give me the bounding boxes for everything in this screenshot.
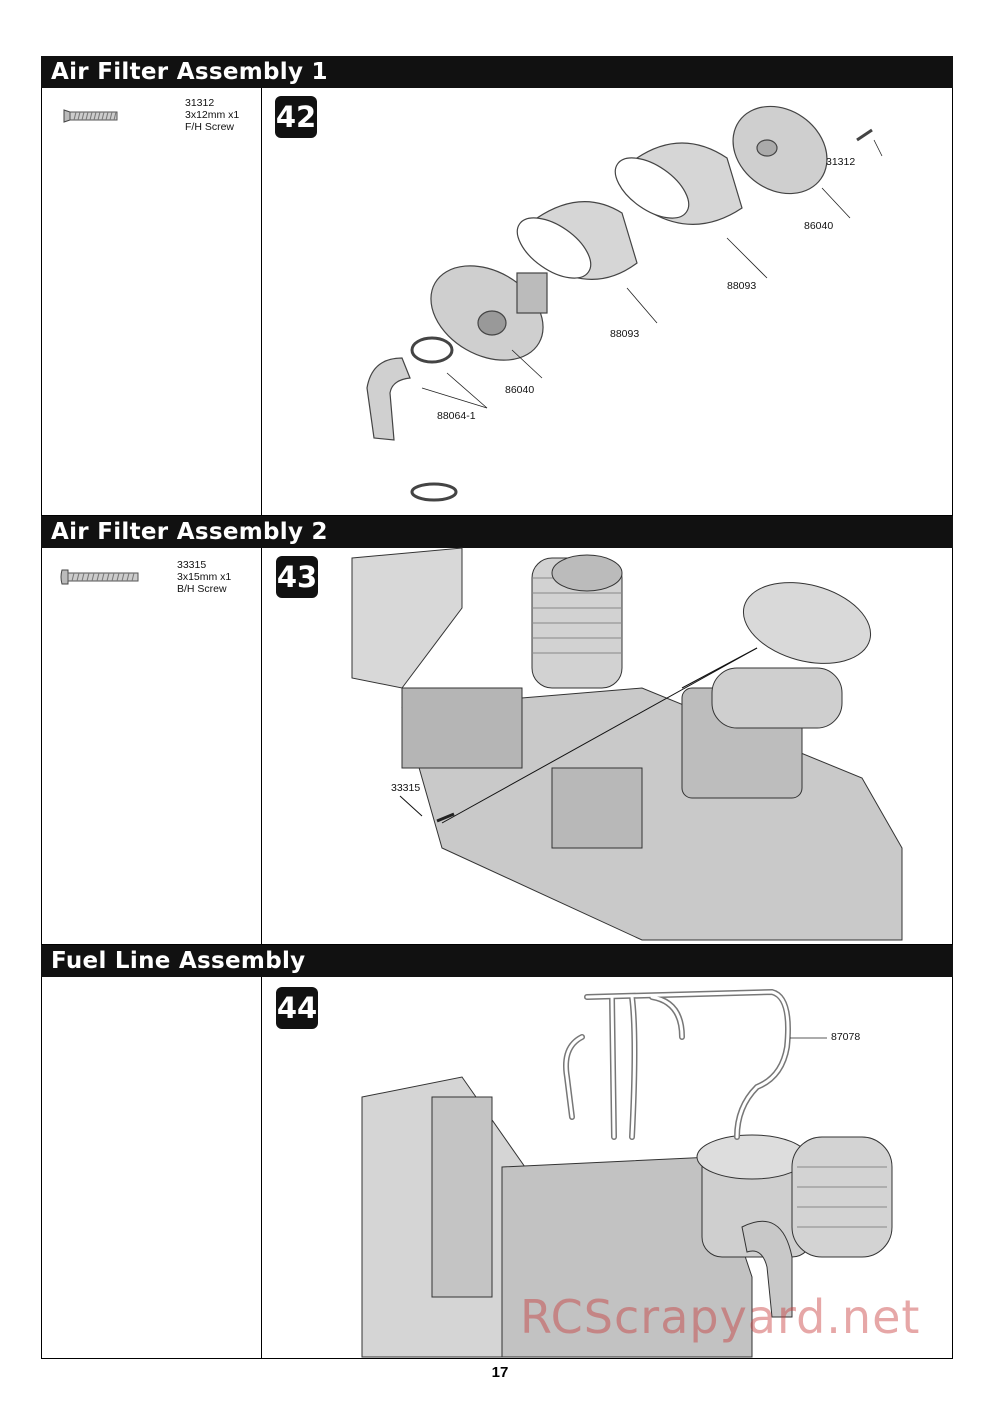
callout-label: 88064-1 <box>437 410 476 422</box>
step-number-badge: 43 <box>276 556 318 598</box>
fuel-line-diagram <box>361 988 893 1358</box>
section-title-fuel-line: Fuel Line Assembly <box>41 945 953 977</box>
callout-label: 87078 <box>831 1031 861 1043</box>
panel-divider <box>261 548 262 944</box>
callout-label: 33315 <box>391 782 421 794</box>
page-number: 17 <box>491 1364 509 1381</box>
air-filter-exploded-diagram <box>366 105 883 502</box>
callout-label: 86040 <box>505 384 535 396</box>
callout-label: 88093 <box>610 328 640 340</box>
part-size: 3x15mm x1 <box>177 571 232 583</box>
button-head-screw-icon <box>60 569 139 585</box>
watermark: RCScrapyard.net <box>520 1290 921 1344</box>
panel-fuel-line: 44 87 <box>41 977 953 1359</box>
panel-air-filter-2: 33315 3x15mm x1 B/H Screw 43 <box>41 547 953 945</box>
step-number-badge: 42 <box>275 96 317 138</box>
callout-label: 86040 <box>804 220 834 232</box>
flat-head-screw-icon <box>63 109 118 123</box>
part-info: 31312 3x12mm x1 F/H Screw <box>185 97 239 133</box>
step-number-badge: 44 <box>276 987 318 1029</box>
callout-label: 88093 <box>727 280 757 292</box>
section-title-air-filter-1: Air Filter Assembly 1 <box>41 56 953 88</box>
part-type: B/H Screw <box>177 583 227 595</box>
panel-air-filter-1: 31312 3x12mm x1 F/H Screw 42 <box>41 88 953 516</box>
panel-divider <box>261 88 262 515</box>
part-number: 33315 <box>177 559 207 571</box>
callout-label: 31312 <box>826 156 856 168</box>
part-number: 31312 <box>185 97 215 109</box>
part-type: F/H Screw <box>185 121 235 133</box>
part-size: 3x12mm x1 <box>185 109 240 121</box>
section-title-air-filter-2: Air Filter Assembly 2 <box>41 516 953 548</box>
part-info: 33315 3x15mm x1 B/H Screw <box>177 559 231 595</box>
panel-divider <box>261 977 262 1358</box>
engine-chassis-diagram <box>351 547 903 941</box>
